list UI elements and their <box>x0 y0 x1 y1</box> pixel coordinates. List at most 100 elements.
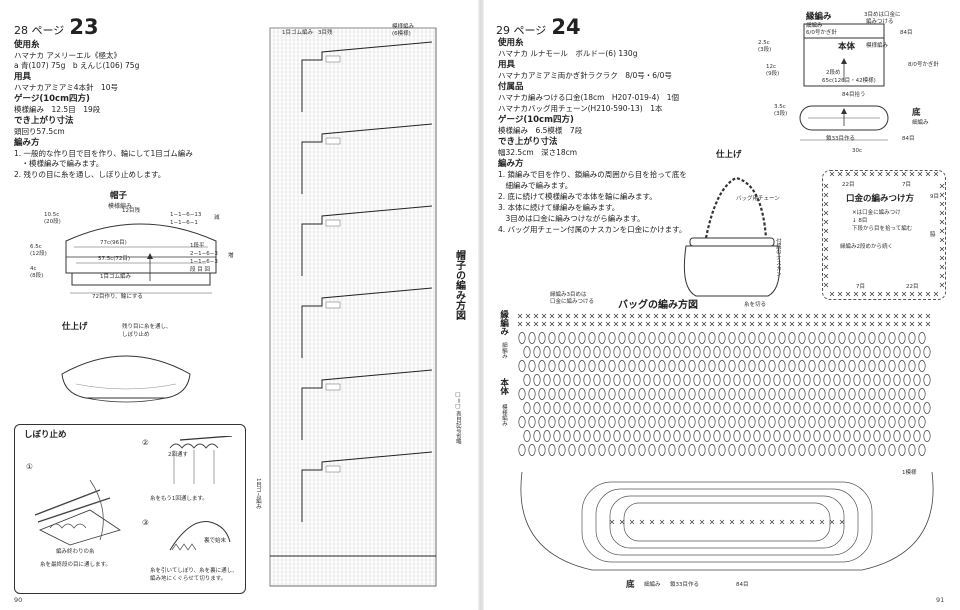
bag-chart-shell <box>803 402 811 414</box>
shibori-label: 編み終わりの糸 <box>56 549 95 555</box>
kuchigane-cross <box>893 291 899 297</box>
bag-chart-shell <box>828 388 836 400</box>
left-gauge-heading: ゲージ(10cm四方) <box>14 94 90 104</box>
right-materials-line: ハマナカ ルナモール ボルドー(6) 130g <box>498 49 638 58</box>
bag-chart-shell <box>613 346 621 358</box>
bag-chart-base-cross <box>639 519 645 525</box>
bag-chart-shell <box>648 444 656 456</box>
bag-chart-shell <box>598 444 606 456</box>
bag-chart-shell <box>628 416 636 428</box>
bag-chart-shell <box>703 346 711 358</box>
right-header: 29 ページ 24 <box>496 14 581 40</box>
bag-chart-cross <box>629 313 635 319</box>
bag-chart-cross <box>861 313 867 319</box>
bag-chart-shell <box>758 360 766 372</box>
bag-chart-cross <box>677 313 683 319</box>
bag-chart-cross <box>765 313 771 319</box>
hat-label: 段 目 回 <box>190 267 210 273</box>
bag-chart-shell <box>688 332 696 344</box>
bag-chart-shell <box>903 346 911 358</box>
hat-chart-marker <box>325 137 341 145</box>
bag-chart-cross <box>645 313 651 319</box>
bag-chart-shell <box>693 374 701 386</box>
bag-chart-cross <box>709 313 715 319</box>
bag-chart-shell <box>748 332 756 344</box>
bag-chart-shell <box>658 388 666 400</box>
hat-label: 1段平 <box>190 243 205 249</box>
hat-knitting-chart <box>269 27 437 587</box>
bag-chart-cross <box>749 313 755 319</box>
bag-chart-shell <box>718 360 726 372</box>
bag-chart-shell <box>603 346 611 358</box>
bag-chart-cross <box>693 313 699 319</box>
bag-chart-cross <box>885 321 891 327</box>
bag-chart-cross <box>549 321 555 327</box>
shibori-label: 裏で始末 <box>204 538 227 544</box>
bag-chart-cross <box>725 321 731 327</box>
bag-chart-shell <box>763 346 771 358</box>
bag-chart-base-cross <box>719 519 725 525</box>
bag-chart-shell <box>813 346 821 358</box>
bag-dim-label: (9段) <box>766 71 780 77</box>
right-tools-line: ハマナカアミアミ両かぎ針ラクラク 8/0号・6/0号 <box>498 71 672 80</box>
bag-chart-shell <box>918 444 926 456</box>
kuchigane-cross <box>893 171 899 177</box>
bag-chart-cross <box>789 313 795 319</box>
kuchigane-cross <box>939 192 945 198</box>
bag-chart-shell <box>633 346 641 358</box>
kuchigane-cross <box>939 264 945 270</box>
bag-chart-shell <box>788 444 796 456</box>
kuchigane-cross <box>917 171 923 177</box>
bag-chart-shell <box>528 416 536 428</box>
bag-chart-shell <box>768 332 776 344</box>
bag-chart-cross <box>901 321 907 327</box>
bag-chart-shell <box>888 416 896 428</box>
bag-chart-shell <box>753 346 761 358</box>
hat-chart-label: 1目ゴム編み <box>282 30 313 36</box>
kuchigane-label: 7目 <box>856 284 865 290</box>
bag-chart-shell <box>873 402 881 414</box>
bag-chart-shell <box>758 416 766 428</box>
hat-label: 減 <box>214 215 220 221</box>
bag-chart-cross <box>613 321 619 327</box>
bag-chart-shell <box>753 402 761 414</box>
shibori-label: 2回通す <box>168 452 188 458</box>
bag-chart-shell <box>688 444 696 456</box>
bag-chart-shell <box>588 332 596 344</box>
bag-chart-shell <box>793 346 801 358</box>
bag-chart-cross <box>925 321 931 327</box>
bag-chart-shell <box>713 402 721 414</box>
kuchigane-cross <box>939 219 945 225</box>
bag-chart-shell <box>793 402 801 414</box>
bag-dim-label: 84目 <box>900 30 913 36</box>
bag-chart-cross <box>813 313 819 319</box>
bag-chart-cross <box>893 313 899 319</box>
bag-chart-shell <box>523 430 531 442</box>
kuchigane-cross <box>933 171 939 177</box>
bag-chart-label: 底 <box>626 580 635 590</box>
bag-chart-shell <box>828 332 836 344</box>
bag-dim-label: 84目 <box>902 136 915 142</box>
bag-chart-shell <box>738 444 746 456</box>
bag-chart-shell <box>863 374 871 386</box>
bag-chart-cross <box>765 321 771 327</box>
bag-chart-shell <box>658 444 666 456</box>
bag-chart-base-cross <box>689 519 695 525</box>
hat-chart-label: (6模様) <box>392 31 411 37</box>
bag-chart-shell <box>633 374 641 386</box>
bag-chart-shell <box>598 360 606 372</box>
left-materials-heading: 使用糸 <box>14 40 40 50</box>
bag-chart-base-cross <box>669 519 675 525</box>
bag-chart-shell <box>853 430 861 442</box>
bag-knitting-chart <box>517 313 934 571</box>
bag-chart-shell <box>708 444 716 456</box>
bag-chart-shell <box>698 444 706 456</box>
left-size-line: 頭回り57.5cm <box>14 127 65 136</box>
shibori-label: 編み地にくぐらせて切ります。 <box>150 576 227 582</box>
hat-chart-marker <box>325 301 341 309</box>
kuchigane-label: 下段から目を拾って編む <box>852 226 913 232</box>
bag-chart-shell <box>743 374 751 386</box>
bag-chart-shell <box>523 374 531 386</box>
bag-chart-cross <box>637 313 643 319</box>
kuchigane-cross <box>885 171 891 177</box>
